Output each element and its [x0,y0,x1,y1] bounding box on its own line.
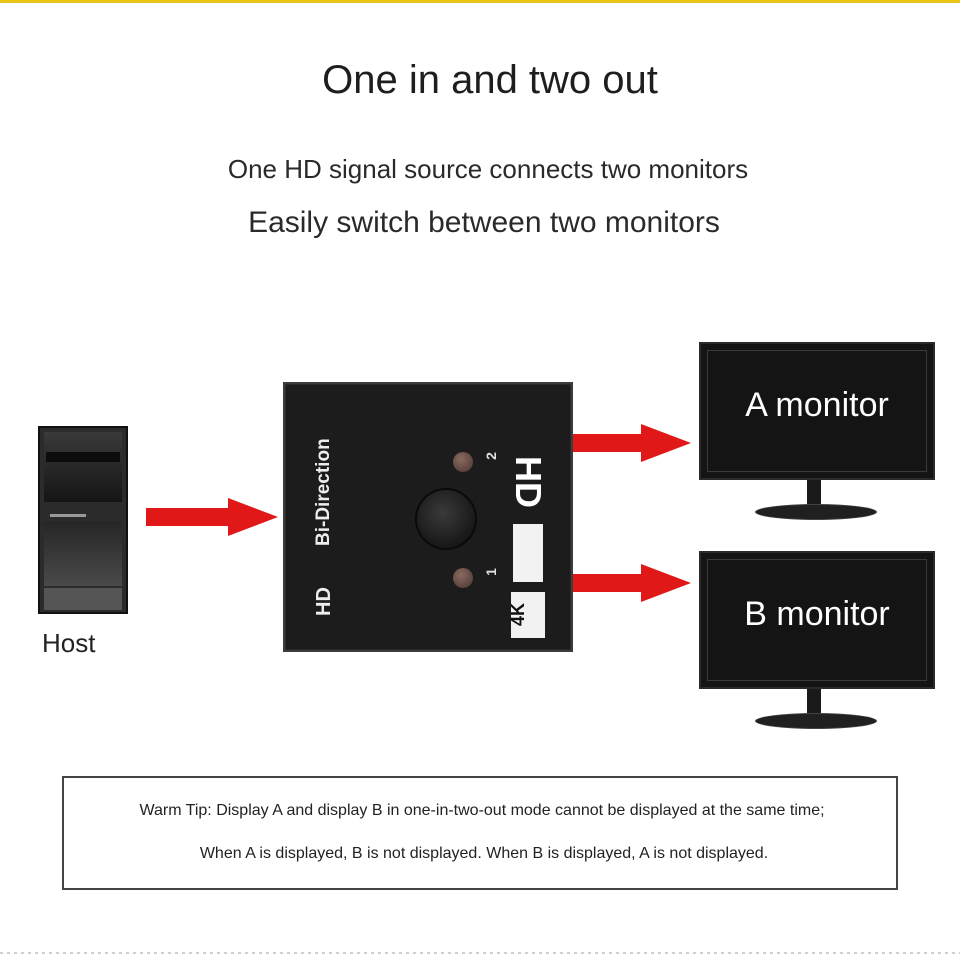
switch-hd-label: HD [313,587,335,616]
monitor-b-stand-neck [807,689,821,715]
monitor-b-screen [699,551,935,689]
arrow-switch-to-monitor-b-icon [573,564,691,602]
switch-select-button [415,488,477,550]
4k-badge: 4K [508,592,545,638]
hd-logo-text: HD [508,456,549,508]
subtitle-2: Easily switch between two monitors [248,206,720,239]
monitor-a-screen [699,342,935,480]
hd-logo-block [513,524,543,582]
monitor-b-stand-base [755,713,877,729]
host-top-panel [44,432,122,502]
host-computer-icon [38,426,128,614]
warm-tip-box: Warm Tip: Display A and display B in one… [62,776,898,890]
monitor-a-label: A monitor [745,386,889,424]
bottom-dotted-divider [0,952,960,954]
4k-badge-text: 4K [508,602,529,627]
host-drive-slot [46,452,120,462]
host-logo [50,514,86,517]
switch-bi-direction-label: Bi-Direction [313,438,334,546]
port-1-number: 1 [482,568,499,576]
port-1-led-icon [453,568,473,588]
port-2-number: 2 [482,452,499,460]
monitor-a-stand-neck [807,480,821,506]
hd-logo-icon: HD [508,456,549,584]
warm-tip-line-1: Warm Tip: Display A and display B in one… [139,802,825,819]
port-2-led-icon [453,452,473,472]
monitor-b-label: B monitor [744,595,890,633]
arrow-switch-to-monitor-a-icon [573,424,691,462]
top-accent-bar [0,0,960,3]
subtitle-1: One HD signal source connects two monito… [227,154,749,184]
hdmi-switch-device: Bi-Direction HD 2 1 HD 4K [283,382,573,652]
host-front-panel [44,522,122,586]
host-label: Host [42,628,96,658]
page-title: One in and two out [322,58,658,102]
host-base [44,588,122,610]
monitor-a-stand-base [755,504,877,520]
arrow-host-to-switch-icon [146,498,278,536]
warm-tip-line-2: When A is displayed, B is not displayed.… [199,845,769,862]
